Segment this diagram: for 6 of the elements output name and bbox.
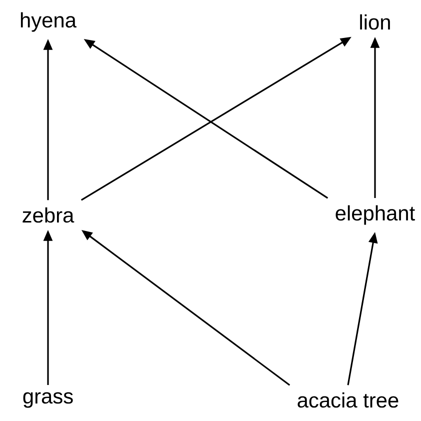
node-label: zebra (22, 207, 74, 223)
node-label: hyena (20, 12, 76, 32)
node-label: lion (360, 14, 390, 30)
node-label: grass (23, 392, 73, 408)
node-label: acacia tree (298, 392, 398, 408)
node-label: elephant (336, 205, 415, 225)
